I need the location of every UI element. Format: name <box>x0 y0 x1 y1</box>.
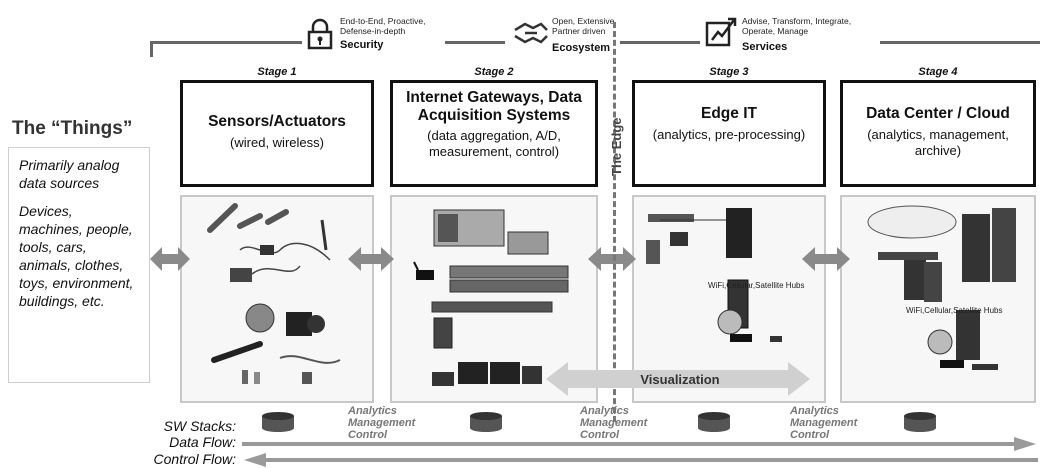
stage-3-subtitle: (analytics, pre-processing) <box>652 127 806 142</box>
stage-1-subtitle: (wired, wireless) <box>230 135 324 150</box>
stage-2-box: Internet Gateways, Data Acquisition Syst… <box>390 80 598 187</box>
header-line-left <box>150 41 302 44</box>
arrow-things-stage1 <box>150 247 190 271</box>
sw-stack-disk-1 <box>262 412 294 432</box>
arrow-stage1-stage2 <box>348 247 394 271</box>
things-box: Primarily analog data sources Devices, m… <box>8 147 150 383</box>
edge-dashed-line <box>613 22 616 422</box>
edge-label: The Edge <box>609 117 624 176</box>
header-line-mid2 <box>620 41 700 44</box>
ecosystem-title: Ecosystem <box>552 42 611 54</box>
stage-4-box: Data Center / Cloud (analytics, manageme… <box>840 80 1036 187</box>
ecosystem-desc: Open, Extensive, Partner driven <box>552 16 617 36</box>
stage-2-label: Stage 2 <box>474 66 514 78</box>
amc-label-1: Analytics Management Control <box>348 405 416 441</box>
stage-4-title: Data Center / Cloud <box>866 105 1010 122</box>
stage-2-subtitle: (data aggregation, A/D, measurement, con… <box>427 128 561 159</box>
wifi-label-stage3: WiFi,Cellular,Satellite Hubs <box>708 281 805 290</box>
things-analog-text: Primarily analog data sources <box>19 157 120 191</box>
sensors-illustration <box>207 203 341 384</box>
cloud-illustration <box>867 205 1016 370</box>
chart-up-icon <box>704 14 738 53</box>
header-line-right <box>880 41 1040 44</box>
sw-stacks-label: SW Stacks: <box>163 418 236 434</box>
sw-stack-disk-3 <box>698 412 730 432</box>
arrow-stage2-stage3 <box>588 247 636 271</box>
data-flow-label: Data Flow: <box>169 434 236 450</box>
data-flow-arrow <box>242 437 1036 451</box>
stage-1-box: Sensors/Actuators (wired, wireless) <box>180 80 374 187</box>
stage-4-subtitle: (analytics, management, archive) <box>867 127 1009 158</box>
amc-label-2: Analytics Management Control <box>580 405 648 441</box>
edge-it-illustration <box>646 208 782 342</box>
wifi-label-stage4: WiFi,Cellular,Satellite Hubs <box>906 306 1003 315</box>
daq-illustration <box>413 209 569 386</box>
stage-3-box: Edge IT (analytics, pre-processing) <box>632 80 826 187</box>
stage-3-title: Edge IT <box>701 105 757 122</box>
lock-icon <box>306 18 334 55</box>
amc-label-3: Analytics Management Control <box>790 405 858 441</box>
things-title: The “Things” <box>12 118 133 139</box>
stage-2-title: Internet Gateways, Data Acquisition Syst… <box>406 89 582 124</box>
arrow-stage3-stage4 <box>802 247 850 271</box>
security-title: Security <box>340 39 384 51</box>
services-desc: Advise, Transform, Integrate, Operate, M… <box>742 16 852 36</box>
control-flow-label: Control Flow: <box>153 451 236 467</box>
visualization-arrow <box>546 362 810 396</box>
handshake-icon <box>513 20 549 51</box>
control-flow-arrow <box>244 453 1038 467</box>
stage-4-label: Stage 4 <box>918 66 958 78</box>
stage-1-label: Stage 1 <box>257 66 297 78</box>
header-line-mid <box>445 41 505 44</box>
stage-1-title: Sensors/Actuators <box>208 113 346 130</box>
sw-stack-disk-2 <box>470 412 502 432</box>
visualization-label: Visualization <box>640 372 720 387</box>
header-line-left-drop <box>150 41 153 57</box>
security-desc: End-to-End, Proactive, Defense-in-depth <box>340 16 426 36</box>
stage-3-label: Stage 3 <box>709 66 749 78</box>
things-devices-text: Devices, machines, people, tools, cars, … <box>19 203 134 309</box>
services-title: Services <box>742 41 788 53</box>
sw-stack-disk-4 <box>904 412 936 432</box>
